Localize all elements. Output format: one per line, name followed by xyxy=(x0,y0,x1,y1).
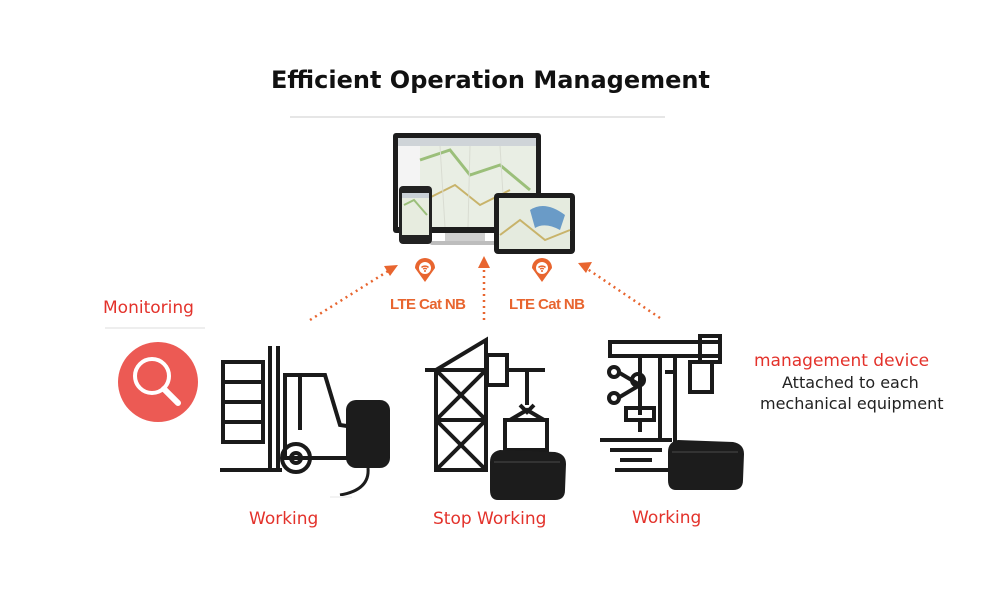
drill-press-icon xyxy=(600,334,722,472)
lte-label-right: LTE Cat NB xyxy=(509,296,585,313)
tablet-icon xyxy=(494,193,575,254)
device-note-line2: mechanical equipment xyxy=(760,394,944,413)
forklift-status: Working xyxy=(249,509,319,529)
smartphone-icon xyxy=(399,186,432,244)
management-device-icon xyxy=(668,440,744,490)
management-device-icon xyxy=(490,450,566,500)
magnifier-icon xyxy=(105,327,205,422)
data-flow-arrows xyxy=(309,262,661,322)
management-device-icon xyxy=(330,400,390,498)
wifi-pin-icon xyxy=(532,258,552,282)
crane-status: Stop Working xyxy=(433,509,547,529)
crane-icon xyxy=(425,336,549,472)
wifi-pin-icon xyxy=(415,258,435,282)
page-title: Efficient Operation Management xyxy=(271,66,710,94)
lte-label-left: LTE Cat NB xyxy=(390,296,466,313)
forklift-icon xyxy=(220,346,362,474)
device-note-heading: management device xyxy=(754,351,930,371)
drill-press-status: Working xyxy=(632,508,702,528)
device-note-line1: Attached to each xyxy=(782,373,919,392)
monitoring-label: Monitoring xyxy=(103,298,194,318)
